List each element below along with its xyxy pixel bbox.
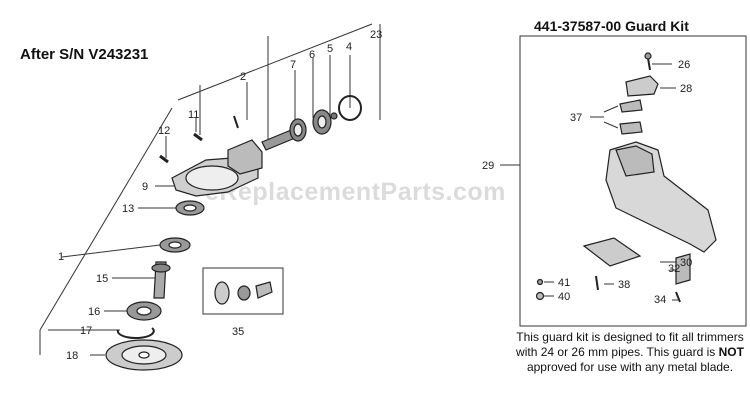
callout-37: 37 <box>570 112 582 124</box>
callout-23: 23 <box>370 29 382 41</box>
kit-35-box <box>202 267 284 315</box>
callout-38: 38 <box>618 279 630 291</box>
callout-40: 40 <box>558 291 570 303</box>
callout-29: 29 <box>482 160 494 172</box>
callout-16: 16 <box>88 306 100 318</box>
callout-4: 4 <box>346 41 352 53</box>
callout-2: 2 <box>240 71 246 83</box>
callout-15: 15 <box>96 273 108 285</box>
callout-7: 7 <box>290 59 296 71</box>
callout-12: 12 <box>158 125 170 137</box>
callout-34: 34 <box>654 294 666 306</box>
callout-11: 11 <box>188 109 199 121</box>
callout-30: 30 <box>680 257 692 269</box>
gearhead-parts <box>105 95 362 371</box>
callout-41: 41 <box>558 277 570 289</box>
note-text-2: approved for use with any metal blade. <box>526 360 734 374</box>
callout-18: 18 <box>66 350 78 362</box>
diagram-title-left: After S/N V243231 <box>20 46 149 63</box>
note-text-1: This guard kit is designed to fit all tr… <box>516 330 744 359</box>
note-emphasis: NOT <box>718 345 744 359</box>
guard-parts <box>535 52 717 303</box>
callout-9: 9 <box>142 181 148 193</box>
callout-17: 17 <box>80 325 92 337</box>
callout-28: 28 <box>680 83 692 95</box>
callout-13: 13 <box>122 203 134 215</box>
callout-labels: 1 2 4 5 6 7 9 11 12 13 15 16 17 18 23 35… <box>58 29 692 362</box>
kit-35-parts <box>214 281 273 305</box>
callout-1: 1 <box>58 251 64 263</box>
callout-35: 35 <box>232 326 244 338</box>
callout-6: 6 <box>309 49 315 61</box>
guard-kit-box <box>519 35 747 327</box>
guard-kit-note: This guard kit is designed to fit all tr… <box>514 330 746 375</box>
callout-5: 5 <box>327 43 333 55</box>
leader-lines <box>39 23 381 356</box>
callout-32: 32 <box>668 263 680 275</box>
callout-26: 26 <box>678 59 690 71</box>
watermark: eReplacementParts.com <box>205 178 506 206</box>
guard-kit-title: 441-37587-00 Guard Kit <box>534 18 689 34</box>
